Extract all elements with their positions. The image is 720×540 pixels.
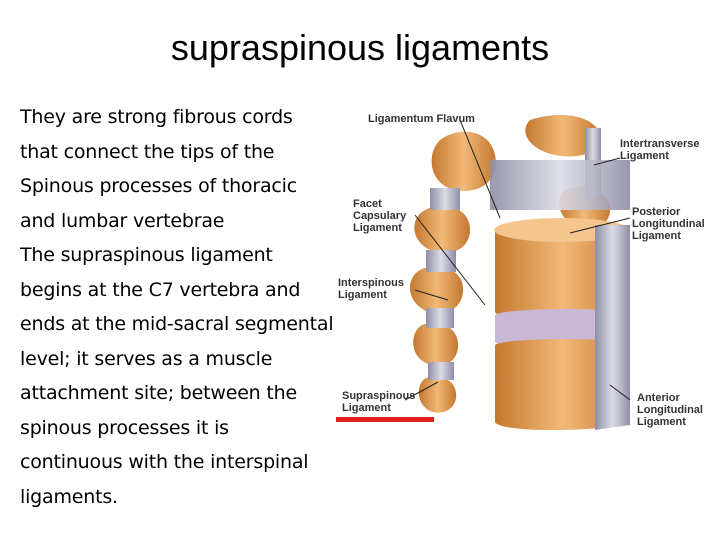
paragraph-line: ligaments. [20, 485, 118, 508]
label-intertransverse-ligament: Intertransverse Ligament [620, 138, 700, 162]
label-ligamentum-flavum: Ligamentum Flavum [368, 113, 475, 125]
paragraph-line: level; it serves as a muscle [20, 347, 273, 370]
label-interspinous-ligament: Interspinous Ligament [338, 277, 405, 301]
label-posterior-longitudinal-ligament: Posterior Longitundinal Ligament [632, 206, 705, 242]
highlight-underline [336, 417, 434, 422]
paragraph-line: spinous processes it is [20, 416, 229, 439]
spine-ligament-figure: Ligamentum Flavum Intertransverse Ligame… [330, 100, 720, 440]
slide-title: supraspinous ligaments [170, 27, 550, 68]
anterior-longitudinal-ligament-band [595, 225, 630, 430]
paragraph-line: The supraspinous ligament [20, 244, 273, 266]
vertebrae-illustration [336, 115, 631, 431]
spinous-processes [409, 131, 496, 413]
paragraph-line: attachment site; between the [20, 382, 297, 404]
paragraph-line: Spinous processes of thoracic [20, 175, 297, 197]
interspinous-ligament-bands [426, 188, 460, 380]
paragraph-line: begins at the C7 vertebra and [20, 278, 301, 301]
body-paragraph: They are strong fibrous cords that conne… [20, 100, 350, 514]
paragraph-line: continuous with the interspinal [20, 451, 309, 473]
paragraph-line: that connect the tips of the [20, 140, 275, 163]
label-supraspinous-ligament: Supraspinous Ligament [342, 390, 416, 414]
paragraph-line: They are strong fibrous cords [20, 106, 293, 128]
paragraph-line: ends at the mid-sacral segmental [20, 313, 334, 335]
paragraph-line: and lumbar vertebrae [20, 209, 225, 232]
label-leader-lines [404, 119, 631, 401]
label-facet-capsulary-ligament: Facet Capsulary Ligament [353, 198, 407, 234]
label-anterior-longitudinal-ligament: Anterior Longitudinal Ligament [637, 392, 703, 428]
